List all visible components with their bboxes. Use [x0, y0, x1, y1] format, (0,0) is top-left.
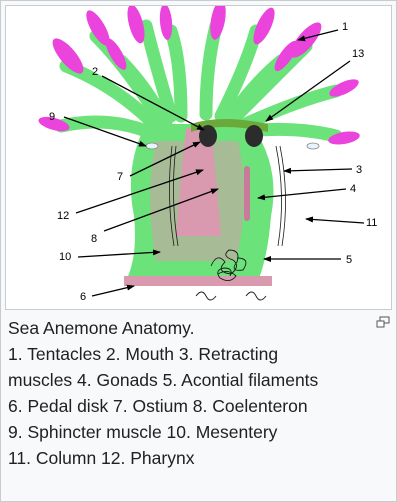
- caption-line-3: 6. Pedal disk 7. Ostium 8. Coelenteron: [8, 393, 388, 419]
- caption-line-1: 1. Tentacles 2. Mouth 3. Retracting: [8, 341, 388, 367]
- caption-line-4: 9. Sphincter muscle 10. Mesentery: [8, 419, 388, 445]
- label-3: 3: [356, 164, 362, 176]
- label-11: 11: [366, 217, 377, 229]
- ostium-right: [307, 143, 319, 149]
- pedal-disk: [124, 276, 272, 286]
- label-4: 4: [350, 183, 356, 195]
- caption-line-2: muscles 4. Gonads 5. Acontial filaments: [8, 367, 388, 393]
- magnify-clip-icon[interactable]: [376, 315, 390, 327]
- label-2: 2: [92, 66, 98, 78]
- caption-line-5: 11. Column 12. Pharynx: [8, 445, 388, 471]
- figure-caption: Sea Anemone Anatomy. 1. Tentacles 2. Mou…: [8, 315, 388, 471]
- label-6: 6: [80, 291, 86, 303]
- label-5: 5: [346, 254, 352, 266]
- label-10: 10: [59, 251, 71, 263]
- sphincter-right: [245, 125, 263, 147]
- label-1: 1: [342, 21, 348, 33]
- label-8: 8: [91, 233, 97, 245]
- anatomy-svg: 1 2 3 4 5 6 7 8 9 10 11 12 13: [6, 6, 391, 309]
- label-9: 9: [49, 111, 55, 123]
- anatomy-diagram[interactable]: 1 2 3 4 5 6 7 8 9 10 11 12 13: [5, 5, 392, 310]
- ostium-left: [146, 143, 158, 149]
- gonads: [244, 166, 250, 221]
- label-12: 12: [57, 210, 69, 222]
- label-7: 7: [117, 171, 123, 183]
- caption-title: Sea Anemone Anatomy.: [8, 315, 388, 341]
- label-13: 13: [352, 48, 364, 60]
